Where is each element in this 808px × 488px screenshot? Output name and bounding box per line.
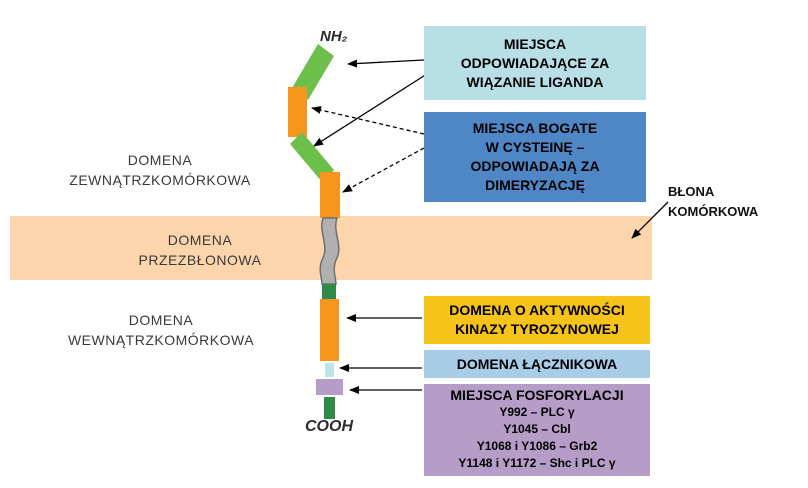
kinase-domain-box: DOMENA O AKTYWNOŚCI KINAZY TYROZYNOWEJ [424,296,650,344]
linker-domain-segment [325,363,334,377]
cysteine-rich-segment-1 [288,87,307,137]
ligand-binding-segment-2 [290,132,334,182]
transmembrane-domain-label: DOMENA PRZEZBŁONOWA [138,232,262,268]
phosphorylation-site: Y1068 i Y1086 – Grb2 [476,439,598,453]
n-terminus-label: NH₂ [320,28,348,45]
phosphorylation-sites-box: MIEJSCA FOSFORYLACJI Y992 – PLC γ Y1045 … [424,384,650,476]
arrow-ligand-1 [347,59,425,68]
c-terminus-label: COOH [305,418,353,435]
phosphorylation-title: MIEJSCA FOSFORYLACJI [450,387,624,403]
arrow-ligand-2 [313,71,431,147]
arrow-membrane [631,201,669,239]
phosphorylation-site: Y1045 – Cbl [503,422,571,436]
ligand-binding-segment-1 [292,44,334,100]
kinase-domain-segment [320,299,339,361]
intracellular-domain-label: DOMENA WEWNĄTRZKOMÓRKOWA [67,312,255,348]
phosphorylation-site: Y1148 i Y1172 – Shc i PLC γ [458,456,616,470]
linker-domain-box: DOMENA ŁĄCZNIKOWA [424,350,650,378]
phosphorylation-site: Y992 – PLC γ [499,405,575,419]
arrow-cysteine-1 [311,106,425,135]
c-tail-segment [324,397,335,419]
phosphorylation-segment [316,379,343,395]
ligand-binding-box: MIEJSCA ODPOWIADAJĄCE ZA WIĄZANIE LIGAND… [424,26,646,100]
juxtamembrane-segment [322,284,336,299]
cysteine-rich-segment-2 [320,172,340,218]
extracellular-domain-label: DOMENA ZEWNĄTRZKOMÓRKOWA [69,152,251,188]
arrow-cysteine-2 [342,147,425,193]
transmembrane-helix [319,217,340,285]
cell-membrane-label: BŁONA KOMÓRKOWA [668,184,759,219]
cysteine-rich-box: MIEJSCA BOGATE W CYSTEINĘ – ODPOWIADAJĄ … [424,112,646,202]
